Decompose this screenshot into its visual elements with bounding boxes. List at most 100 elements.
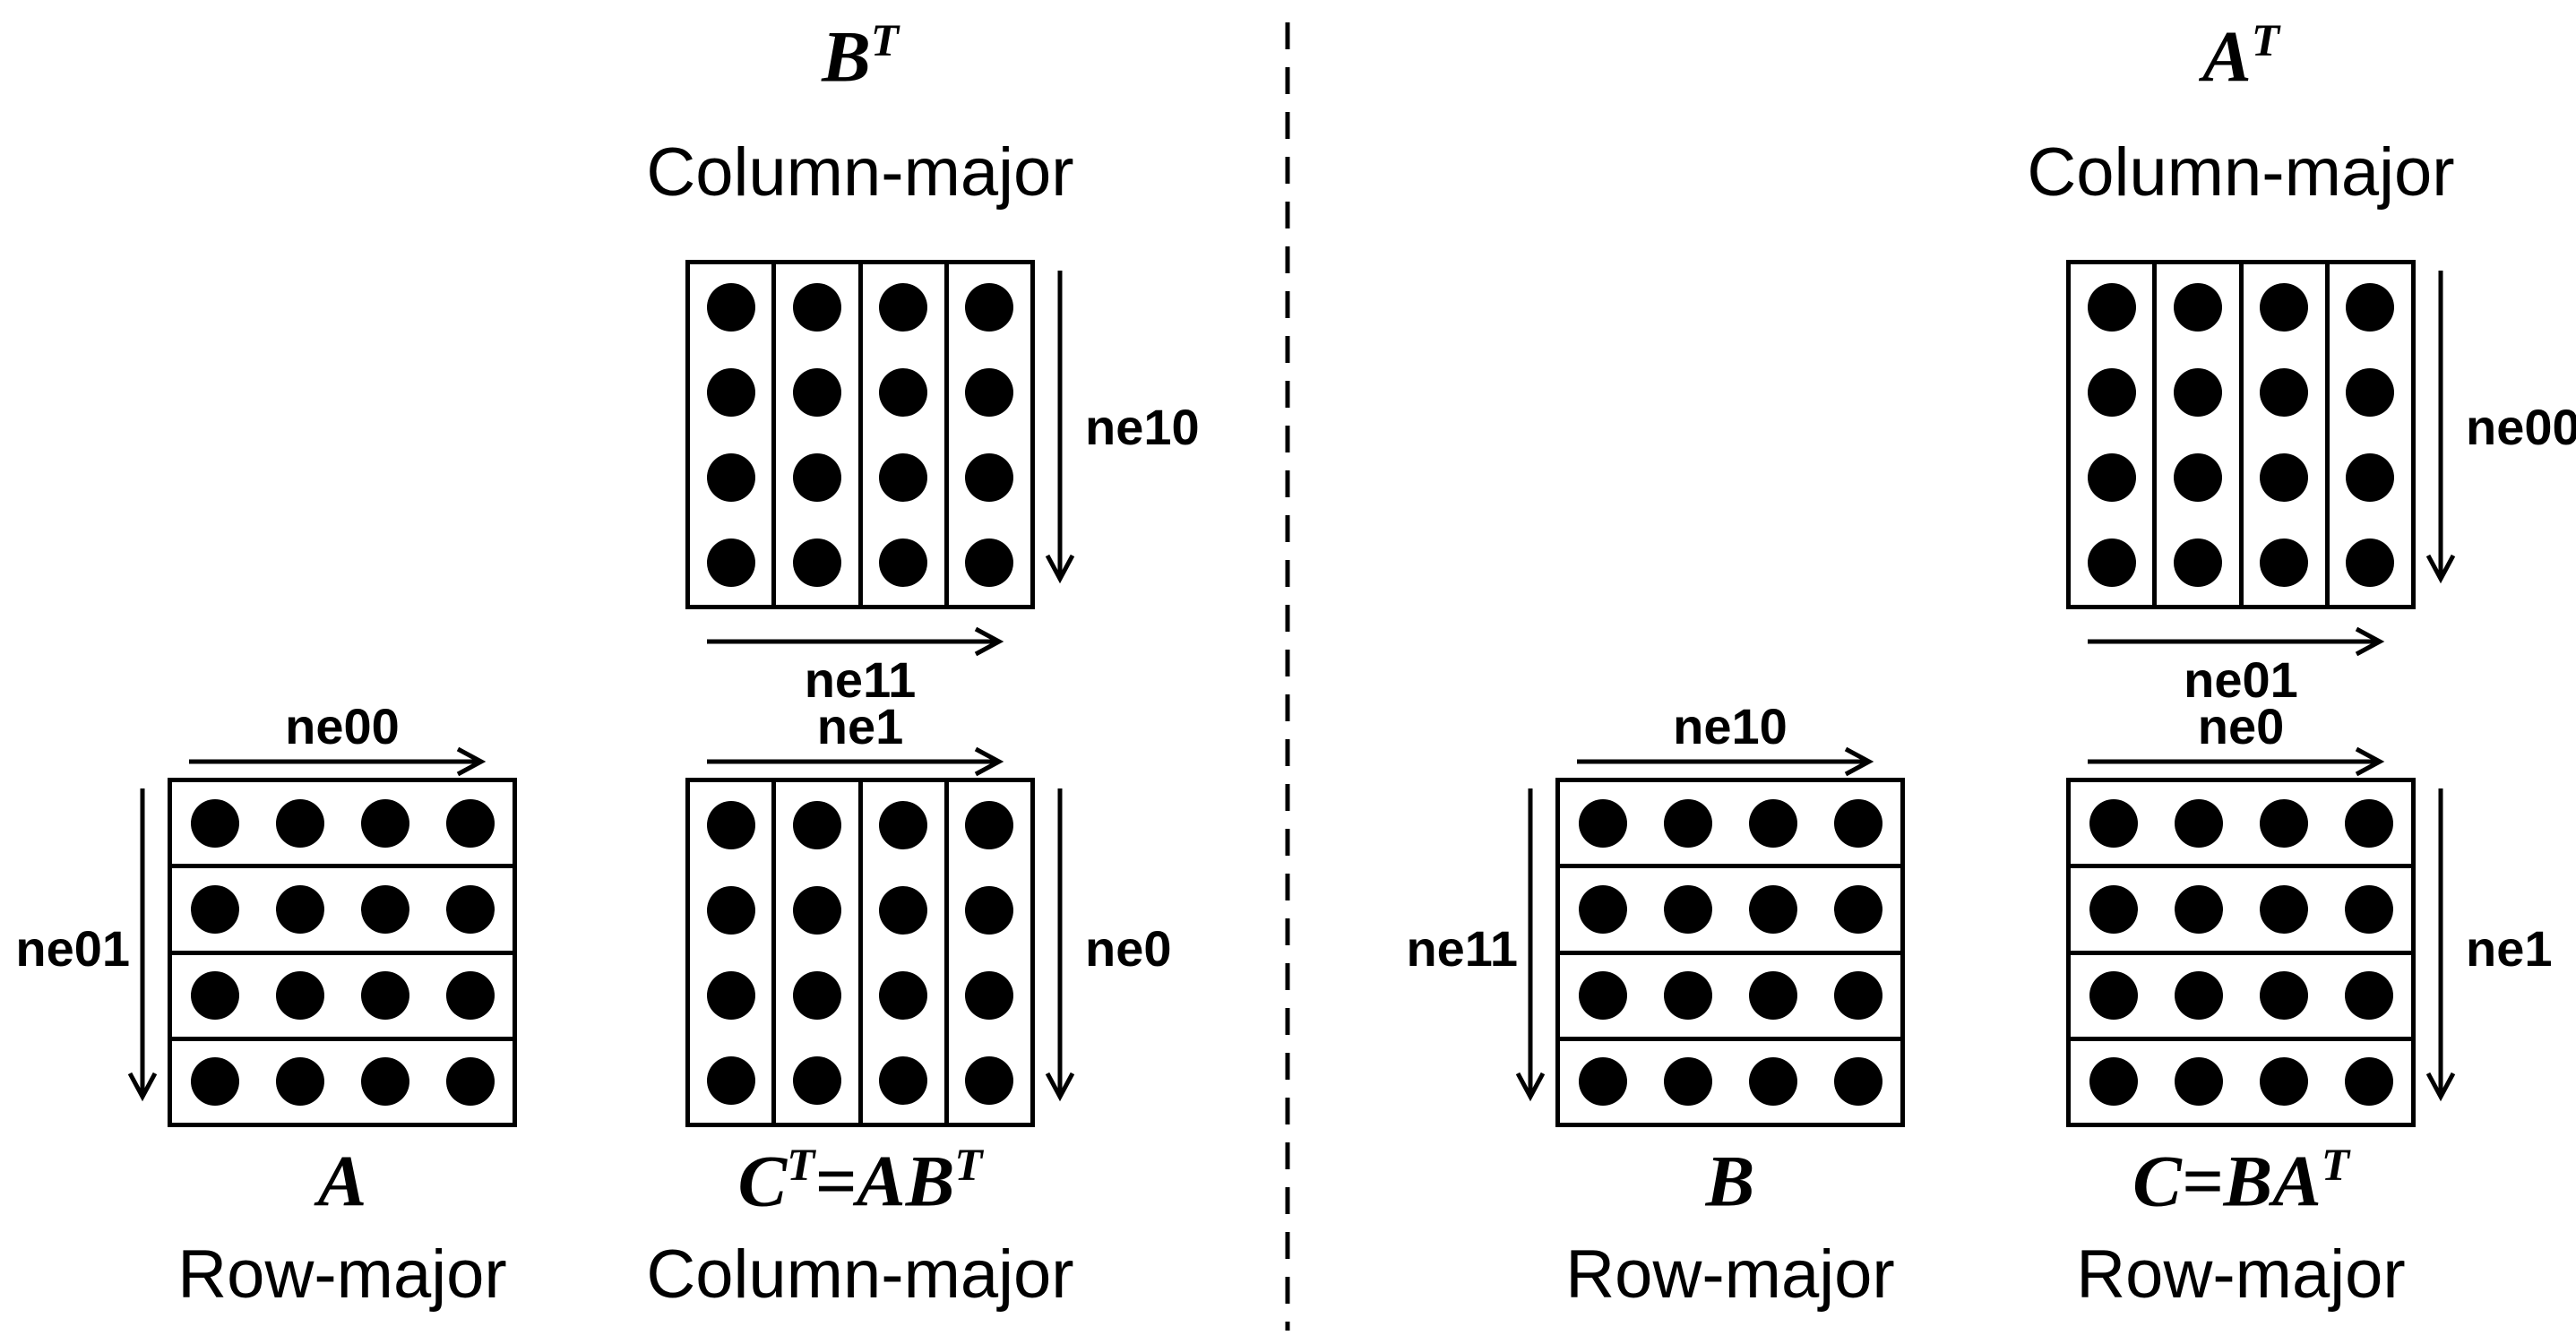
matrix-element-dot xyxy=(879,800,928,849)
storage-order-label: Row-major xyxy=(2076,1236,2406,1313)
matrix-element-dot xyxy=(445,971,495,1021)
matrix-element-dot xyxy=(2346,452,2395,502)
dim-label-ne10: ne10 xyxy=(1673,698,1788,754)
matrix-element-dot xyxy=(706,1055,755,1105)
matrix-c xyxy=(2066,778,2416,1127)
matrix-element-dot xyxy=(360,798,409,848)
matrix-strip xyxy=(2244,264,2330,605)
dim-label-ne00: ne00 xyxy=(285,698,400,754)
matrix-strip xyxy=(690,782,777,1123)
matrix-strip xyxy=(172,1041,513,1123)
matrix-element-dot xyxy=(792,1055,841,1105)
down-arrow-icon xyxy=(2425,788,2456,1102)
matrix-element-dot xyxy=(1833,1057,1882,1107)
matrix-strip xyxy=(1560,955,1900,1041)
down-arrow-icon xyxy=(1045,271,1075,584)
matrix-element-dot xyxy=(965,367,1014,417)
matrix-element-dot xyxy=(2087,452,2136,502)
matrix-element-dot xyxy=(792,885,841,935)
matrix-element-dot xyxy=(2259,798,2308,848)
dim-label-ne11: ne11 xyxy=(1406,920,1518,977)
matrix-element-dot xyxy=(2174,1057,2223,1107)
matrix-title: AT xyxy=(2066,15,2416,98)
matrix-strip xyxy=(949,782,1030,1123)
matrix-element-dot xyxy=(965,885,1014,935)
matrix-element-dot xyxy=(792,800,841,849)
title-superscript: T xyxy=(954,1140,983,1190)
matrix-element-dot xyxy=(445,884,495,934)
matrix-element-dot xyxy=(879,885,928,935)
matrix-element-dot xyxy=(965,538,1014,587)
dim-label-ne0: ne0 xyxy=(2197,698,2285,754)
matrix-element-dot xyxy=(360,884,409,934)
matrix-strip xyxy=(172,955,513,1041)
matrix-element-dot xyxy=(706,452,755,502)
storage-order-label: Column-major xyxy=(646,134,1074,211)
matrix-element-dot xyxy=(2087,282,2136,332)
matrix-element-dot xyxy=(2344,884,2393,934)
matrix-element-dot xyxy=(706,538,755,587)
dim-label-ne10: ne10 xyxy=(1085,399,1200,455)
matrix-element-dot xyxy=(1833,971,1882,1021)
matrix-element-dot xyxy=(1833,798,1882,848)
matrix-element-dot xyxy=(2344,798,2393,848)
matrix-element-dot xyxy=(2346,282,2395,332)
matrix-element-dot xyxy=(2260,452,2309,502)
panel-divider xyxy=(1285,22,1290,1331)
title-text: A xyxy=(2202,15,2252,98)
matrix-element-dot xyxy=(2344,1057,2393,1107)
matrix-element-dot xyxy=(2174,971,2223,1021)
matrix-element-dot xyxy=(190,884,239,934)
matrix-element-dot xyxy=(1578,798,1627,848)
matrix-element-dot xyxy=(190,798,239,848)
matrix-element-dot xyxy=(2260,538,2309,587)
right-arrow-icon xyxy=(189,746,487,777)
down-arrow-icon xyxy=(127,788,158,1102)
dim-label-ne01: ne01 xyxy=(15,920,130,977)
right-arrow-icon xyxy=(707,746,1004,777)
matrix-element-dot xyxy=(2346,538,2395,587)
matrix-element-dot xyxy=(1748,798,1797,848)
title-superscript: T xyxy=(870,15,899,65)
matrix-element-dot xyxy=(706,282,755,332)
matrix-element-dot xyxy=(2173,452,2222,502)
matrix-strip xyxy=(2071,868,2411,955)
matrix-element-dot xyxy=(965,452,1014,502)
matrix-strip xyxy=(1560,1041,1900,1123)
matrix-element-dot xyxy=(1663,798,1712,848)
matrix-title: C=BAT xyxy=(2017,1140,2465,1222)
matrix-strip xyxy=(2071,782,2411,869)
right-arrow-icon xyxy=(1577,746,1874,777)
matrix-title: A xyxy=(168,1141,517,1222)
dim-label-ne1: ne1 xyxy=(2466,920,2553,977)
matrix-element-dot xyxy=(2259,884,2308,934)
matrix-b xyxy=(1555,778,1905,1127)
matrix-strip xyxy=(2157,264,2244,605)
matrix-element-dot xyxy=(792,538,841,587)
matrix-element-dot xyxy=(360,971,409,1021)
matrix-element-dot xyxy=(190,971,239,1021)
matrix-b-transpose xyxy=(685,260,1035,609)
matrix-element-dot xyxy=(1578,971,1627,1021)
matrix-title: BT xyxy=(685,15,1035,98)
title-text: C xyxy=(737,1140,788,1222)
matrix-strip xyxy=(2071,955,2411,1041)
matrix-element-dot xyxy=(2260,282,2309,332)
matrix-title: B xyxy=(1555,1141,1905,1222)
matrix-strip xyxy=(172,868,513,955)
storage-order-label: Row-major xyxy=(1565,1236,1895,1313)
matrix-element-dot xyxy=(275,1057,324,1107)
matrix-element-dot xyxy=(879,282,928,332)
matrix-element-dot xyxy=(445,1057,495,1107)
matrix-element-dot xyxy=(2260,367,2309,417)
matrix-element-dot xyxy=(2344,971,2393,1021)
matrix-element-dot xyxy=(706,970,755,1020)
matrix-element-dot xyxy=(706,367,755,417)
matrix-strip xyxy=(1560,782,1900,869)
dim-label-ne1: ne1 xyxy=(816,698,904,754)
dim-label-ne01: ne01 xyxy=(2184,651,2298,708)
matrix-strip xyxy=(776,782,863,1123)
matrix-element-dot xyxy=(965,282,1014,332)
matrix-element-dot xyxy=(2089,971,2138,1021)
matrix-element-dot xyxy=(1748,1057,1797,1107)
